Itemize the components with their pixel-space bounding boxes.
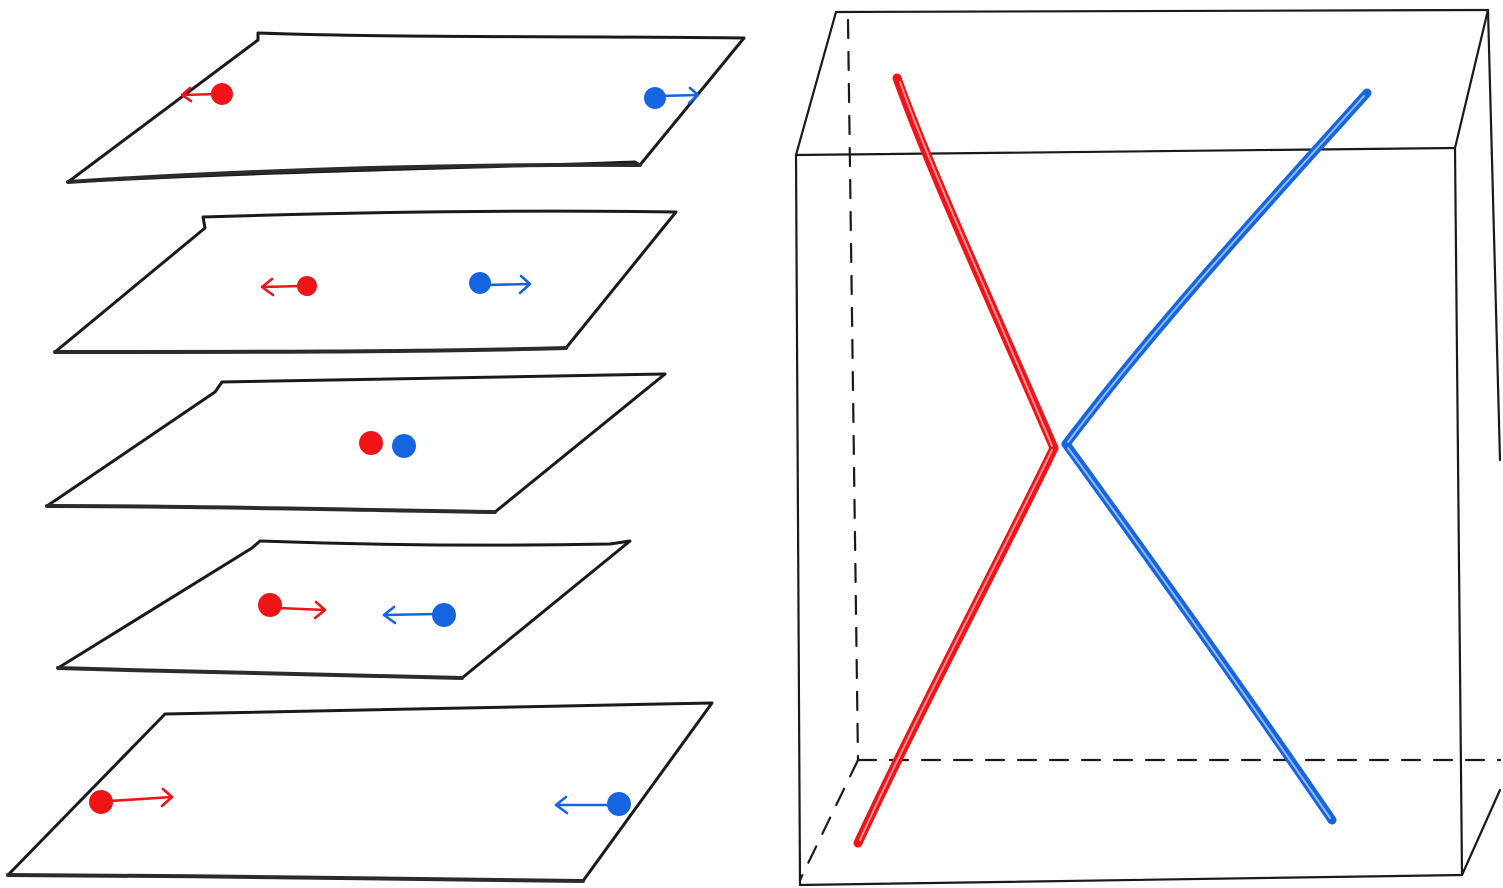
particle-b (554, 792, 631, 816)
particle-b (469, 272, 532, 295)
worldline-particle-a (853, 73, 1059, 848)
particle-a (260, 276, 317, 297)
box-front-right-edge (1453, 146, 1464, 877)
box-hidden-edge-depth (798, 758, 860, 882)
box-right-depth-bottom-edge (1460, 788, 1502, 877)
particle-b (392, 434, 416, 458)
sheet-outline (56, 539, 632, 680)
velocity-arrow (276, 600, 327, 620)
box-back-left-edge-top (794, 10, 838, 157)
velocity-arrow (260, 277, 304, 297)
box-back-right-edge-top (1453, 8, 1490, 150)
particle-b (382, 603, 456, 627)
worldline-b-upper (1061, 88, 1372, 449)
sheet-front-edge (45, 504, 497, 514)
particle-dot (359, 431, 383, 455)
sheet-outline (53, 209, 678, 354)
worldline-a-highlight (859, 81, 1053, 841)
particle-a (89, 787, 174, 814)
worldline-b-highlight (1067, 95, 1365, 819)
worldline-particle-b (1061, 88, 1372, 825)
time-slice-5 (6, 701, 714, 883)
particle-b (644, 86, 700, 109)
particle-a (180, 83, 233, 105)
particle-a (258, 593, 327, 620)
time-slice-stack (6, 31, 746, 883)
sheet-front-edge (66, 162, 642, 184)
time-slice-4 (56, 539, 632, 680)
particle-dot (432, 603, 456, 627)
particle-dot (89, 790, 113, 814)
sheet-front-edge (56, 666, 464, 680)
time-slice-3 (45, 372, 667, 514)
box-back-right-edge (1486, 8, 1502, 462)
box-back-top-edge (834, 8, 1490, 14)
spacetime-box (794, 8, 1502, 887)
velocity-arrow (382, 605, 438, 625)
particle-dot (392, 434, 416, 458)
box-front-top-edge (794, 146, 1457, 157)
velocity-arrow (108, 787, 174, 808)
particle-dot (258, 593, 282, 617)
velocity-arrow (658, 86, 700, 105)
box-front-bottom-edge (798, 873, 1464, 887)
sheet-front-edge (53, 346, 568, 354)
velocity-arrow (554, 795, 612, 815)
particle-dot (211, 83, 233, 105)
box-hidden-edge-vertical (846, 18, 860, 762)
particle-dot (607, 792, 631, 816)
sheet-outline (66, 31, 746, 184)
sheet-front-edge (6, 873, 585, 883)
particle-dot (644, 87, 666, 109)
particle-a (359, 431, 383, 455)
particle-dot (297, 276, 317, 296)
velocity-arrow (484, 274, 532, 295)
time-slice-2 (53, 209, 678, 354)
box-front-left-edge (794, 153, 802, 887)
time-slice-1 (66, 31, 746, 184)
sheet-outline (6, 701, 714, 883)
particle-dot (469, 272, 491, 294)
sheet-outline (45, 372, 667, 514)
